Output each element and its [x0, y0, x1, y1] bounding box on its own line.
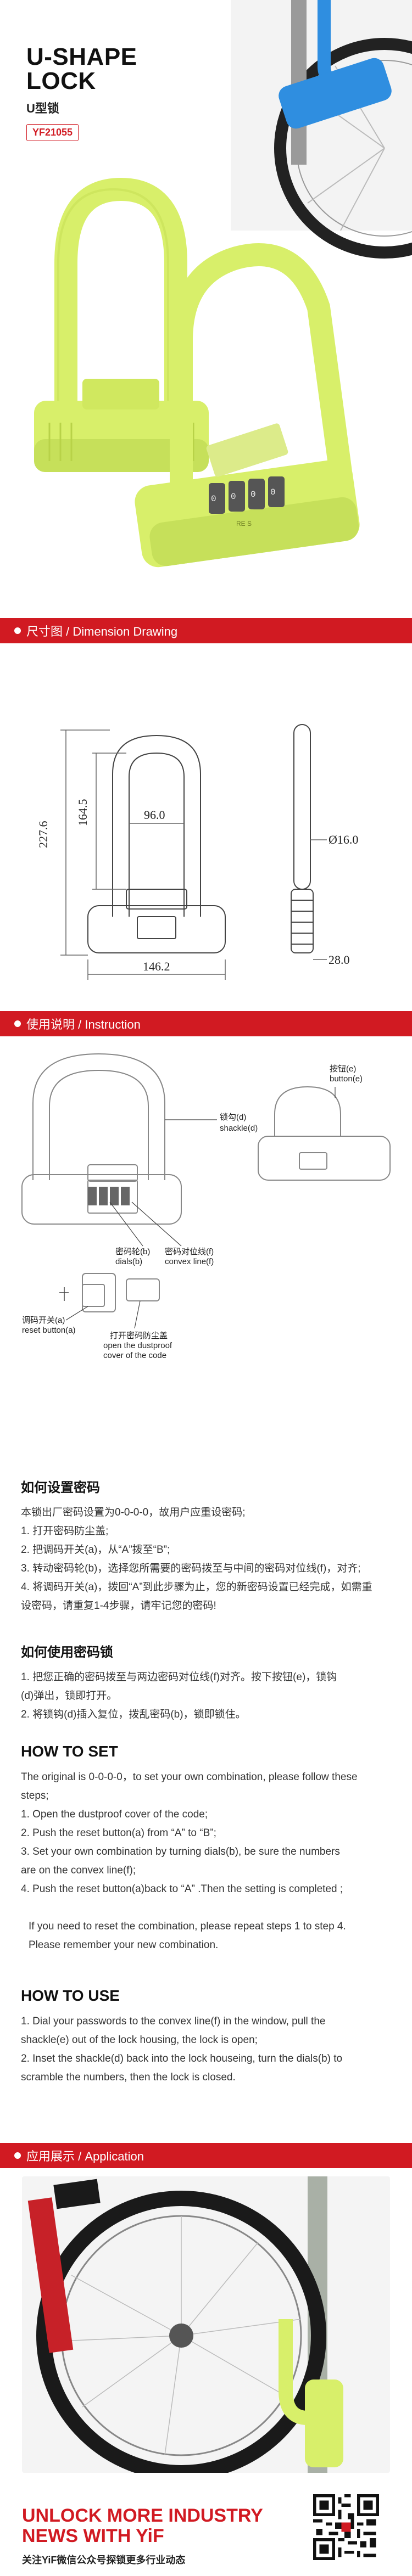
- footer-title-line2: NEWS WITH YiF: [22, 2526, 164, 2547]
- drawing-side-body: [291, 889, 314, 953]
- qr-code-icon[interactable]: [311, 2492, 381, 2562]
- use-cn-line: 2. 将锁钩(d)插入复位，拨乱密码(b)，锁即锁住。: [21, 1709, 246, 1720]
- set-en-line: steps;: [21, 1790, 49, 1801]
- dim-total-width: 146.2: [143, 959, 170, 973]
- dimension-drawing: 227.6 164.5 96.0 146.2 Ø16.0 28.0: [0, 659, 412, 988]
- set-cn-line: 1. 打开密码防尘盖;: [21, 1525, 109, 1537]
- model-tag: YF21055: [26, 124, 79, 141]
- set-cn-line: 设密码，请重复1-4步骤，请牢记您的密码!: [21, 1600, 216, 1612]
- hero-section: 0 0 0 0 RE S U-SHAPE LOCK U型锁 YF21055: [0, 0, 412, 593]
- set-cn-line: 本锁出厂密码设置为0-0-0-0，故用户应重设密码;: [21, 1507, 246, 1518]
- use-en-lines: 1. Dial your passwords to the convex lin…: [21, 2012, 394, 2087]
- use-en-heading: HOW TO USE: [21, 1987, 120, 2004]
- hero-title-line2: LOCK: [26, 68, 96, 94]
- green-lock-2-cover: [206, 423, 288, 477]
- dimension-banner-label: 尺寸图 / Dimension Drawing: [26, 625, 178, 638]
- dial-letters: RE S: [236, 520, 252, 527]
- set-en-line: Please remember your new combination.: [29, 1939, 219, 1951]
- footer-subtitle: 关注YiF微信公众号探锁更多行业动态: [22, 2555, 186, 2566]
- qr-code-svg: [313, 2494, 379, 2560]
- instr-shackle-right: [274, 1086, 341, 1136]
- dim-inner-width: 96.0: [144, 808, 165, 822]
- blue-lock-body: [279, 58, 392, 129]
- set-en-line: 3. Set your own combination by turning d…: [21, 1846, 340, 1857]
- instruction-banner-label: 使用说明 / Instruction: [26, 1018, 141, 1031]
- hero-illustration: 0 0 0 0 RE S: [34, 0, 412, 568]
- application-banner: 应用展示 / Application: [0, 2143, 412, 2168]
- bullet-dot-icon: [14, 2152, 21, 2159]
- set-cn-line: 2. 把调码开关(a)，从“A”拨至“B”;: [21, 1544, 170, 1556]
- instr-body-right: [258, 1136, 391, 1181]
- footer-title-line1: UNLOCK MORE INDUSTRY: [22, 2505, 263, 2526]
- green-lock-2-shackle: [170, 243, 352, 489]
- use-en-line: shackle(e) out of the lock housing, the …: [21, 2034, 258, 2046]
- svg-text:0: 0: [270, 487, 276, 497]
- green-lock-2-dials: 0 0 0 0: [209, 476, 285, 514]
- svg-text:0: 0: [250, 490, 256, 500]
- application-photo-svg: [22, 2176, 390, 2480]
- set-cn-lines: 本锁出厂密码设置为0-0-0-0，故用户应重设密码; 1. 打开密码防尘盖; 2…: [21, 1503, 394, 1615]
- label-convex-line: 密码对位线(f)convex line(f): [165, 1247, 214, 1266]
- bullet-dot-icon: [14, 1020, 21, 1027]
- bullet-dot-icon: [14, 627, 21, 634]
- drawing-shackle-outer: [112, 734, 201, 917]
- instruction-diagram: 锁勾(d)shackle(d) 密码轮(b)dials(b) 密码对位线(f)c…: [0, 1043, 412, 1438]
- label-shackle: 锁勾(d)shackle(d): [220, 1113, 258, 1133]
- set-cn-heading: 如何设置密码: [21, 1480, 100, 1495]
- hero-title-line1: U-SHAPE: [26, 43, 137, 70]
- bike-tire: [274, 38, 412, 259]
- hero-subtitle: U型锁: [26, 102, 59, 115]
- drawing-body: [87, 905, 226, 953]
- use-en-line: 1. Dial your passwords to the convex lin…: [21, 2016, 326, 2027]
- dim-height-total: 227.6: [36, 821, 50, 849]
- set-cn-line: 3. 转动密码轮(b)，选择您所需要的密码拨至与中间的密码对位线(f)，对齐;: [21, 1563, 361, 1574]
- use-en-line: 2. Inset the shackle(d) back into the lo…: [21, 2053, 343, 2064]
- use-cn-block: 如何使用密码锁 1. 把您正确的密码拨至与两边密码对位线(f)对齐。按下按钮(e…: [21, 1641, 394, 1724]
- dim-shackle-diameter: Ø16.0: [329, 833, 358, 846]
- dim-body-depth: 28.0: [329, 953, 350, 967]
- application-banner-label: 应用展示 / Application: [26, 2150, 144, 2163]
- set-en-line: The original is 0-0-0-0，to set your own …: [21, 1771, 358, 1783]
- instruction-banner: 使用说明 / Instruction: [0, 1011, 412, 1036]
- set-cn-block: 如何设置密码 本锁出厂密码设置为0-0-0-0，故用户应重设密码; 1. 打开密…: [21, 1477, 394, 1615]
- app-fork: [27, 2197, 74, 2353]
- label-button: 按钮(e)button(e): [330, 1064, 363, 1084]
- instr-shackle-main: [32, 1053, 165, 1180]
- instr-cover-open: [126, 1278, 160, 1301]
- drawing-side-shackle: [293, 724, 311, 890]
- spacer: [21, 1899, 394, 1917]
- instr-body-main: [21, 1174, 182, 1225]
- set-en-lines: The original is 0-0-0-0，to set your own …: [21, 1768, 394, 1955]
- dim-inner-height: 164.5: [76, 799, 90, 827]
- set-en-line: 1. Open the dustproof cover of the code;: [21, 1809, 208, 1820]
- svg-text:0: 0: [211, 494, 216, 504]
- use-en-block: HOW TO USE 1. Dial your passwords to the…: [21, 1987, 394, 2087]
- app-lock-body: [305, 2379, 343, 2467]
- set-en-line: 2. Push the reset button(a) from “A” to …: [21, 1827, 216, 1839]
- set-cn-line: 4. 将调码开关(a)，拨回“A”到此步骤为止，您的新密码设置已经完成，如需重: [21, 1581, 372, 1593]
- label-reset: 调码开关(a)reset button(a): [22, 1316, 76, 1335]
- footer-title: UNLOCK MORE INDUSTRY NEWS WITH YiF: [22, 2505, 263, 2547]
- green-lock-1-cover: [82, 379, 159, 409]
- label-dials: 密码轮(b)dials(b): [115, 1247, 150, 1266]
- set-en-line: If you need to reset the combination, pl…: [29, 1921, 346, 1932]
- dimension-drawing-svg: 227.6 164.5 96.0 146.2 Ø16.0 28.0: [36, 724, 358, 980]
- use-cn-line: (d)弹出，锁即打开。: [21, 1690, 118, 1702]
- use-en-line: scramble the numbers, then the lock is c…: [21, 2072, 236, 2083]
- set-en-heading: HOW TO SET: [21, 1743, 118, 1760]
- hero-title: U-SHAPE LOCK: [26, 45, 137, 93]
- set-en-line: 4. Push the reset button(a)back to “A” .…: [21, 1883, 343, 1895]
- use-cn-lines: 1. 把您正确的密码拨至与两边密码对位线(f)对齐。按下按钮(e)，锁钩 (d)…: [21, 1668, 394, 1724]
- set-en-block: HOW TO SET The original is 0-0-0-0，to se…: [21, 1743, 394, 1955]
- use-cn-heading: 如何使用密码锁: [21, 1645, 113, 1660]
- svg-text:0: 0: [231, 492, 236, 502]
- set-en-line: are on the convex line(f);: [21, 1865, 136, 1876]
- application-photo: [0, 2176, 412, 2480]
- dimension-banner: 尺寸图 / Dimension Drawing: [0, 618, 412, 643]
- use-cn-line: 1. 把您正确的密码拨至与两边密码对位线(f)对齐。按下按钮(e)，锁钩: [21, 1671, 337, 1683]
- instruction-diagram-svg: 锁勾(d)shackle(d) 密码轮(b)dials(b) 密码对位线(f)c…: [21, 1053, 391, 1360]
- drawing-shackle-inner: [129, 752, 185, 917]
